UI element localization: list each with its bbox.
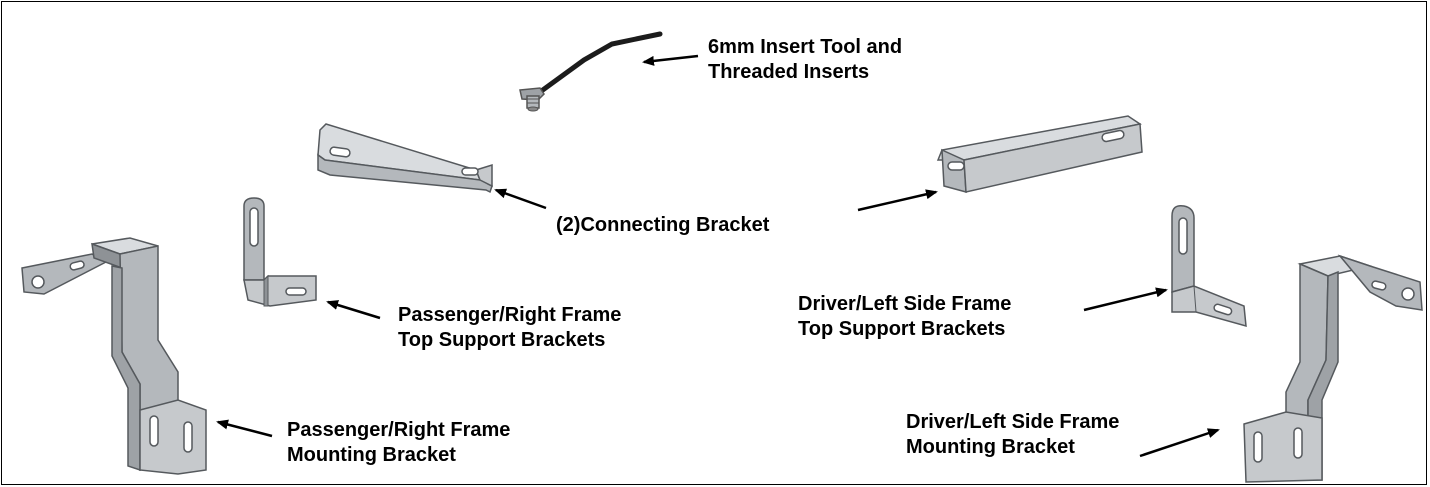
driver-mounting-label-line-1: Driver/Left Side Frame — [906, 411, 1120, 433]
arrow-connecting-right — [857, 189, 938, 212]
passenger-top-support-label-line-2: Top Support Brackets — [398, 329, 606, 351]
passenger-mounting-label: Passenger/Right Frame Mounting Bracket — [287, 418, 510, 468]
arrow-passenger-top — [326, 300, 381, 320]
insert-tool-label-line-2: Threaded Inserts — [708, 61, 870, 83]
arrow-connecting-left — [494, 188, 547, 210]
passenger-mounting-label-line-1: Passenger/Right Frame — [287, 419, 511, 441]
arrow-passenger-mounting — [216, 419, 273, 438]
insert-tool-label: 6mm Insert Tool and Threaded Inserts — [708, 35, 902, 85]
arrow-insert-tool — [642, 54, 699, 66]
driver-top-support-bracket — [1171, 204, 1247, 328]
driver-top-support-label-line-2: Top Support Brackets — [798, 318, 1006, 340]
connecting-bracket-right — [936, 115, 1143, 193]
driver-top-support-label: Driver/Left Side Frame Top Support Brack… — [798, 292, 1011, 342]
insert-tool — [519, 31, 663, 112]
arrow-driver-top — [1083, 287, 1168, 312]
passenger-mounting-bracket — [21, 237, 207, 475]
insert-tool-label-line-1: 6mm Insert Tool and — [708, 36, 903, 58]
driver-mounting-bracket — [1243, 254, 1423, 483]
passenger-mounting-label-line-2: Mounting Bracket — [287, 444, 456, 466]
driver-top-support-label-line-1: Driver/Left Side Frame — [798, 293, 1012, 315]
connecting-bracket-left — [317, 123, 493, 194]
passenger-top-support-label-line-1: Passenger/Right Frame — [398, 304, 622, 326]
driver-mounting-label: Driver/Left Side Frame Mounting Bracket — [906, 410, 1119, 460]
passenger-top-support-label: Passenger/Right Frame Top Support Bracke… — [398, 303, 621, 353]
passenger-top-support-bracket — [243, 197, 317, 307]
driver-mounting-label-line-2: Mounting Bracket — [906, 436, 1075, 458]
arrow-driver-mounting — [1139, 428, 1220, 458]
connecting-bracket-label: (2)Connecting Bracket — [556, 214, 770, 236]
